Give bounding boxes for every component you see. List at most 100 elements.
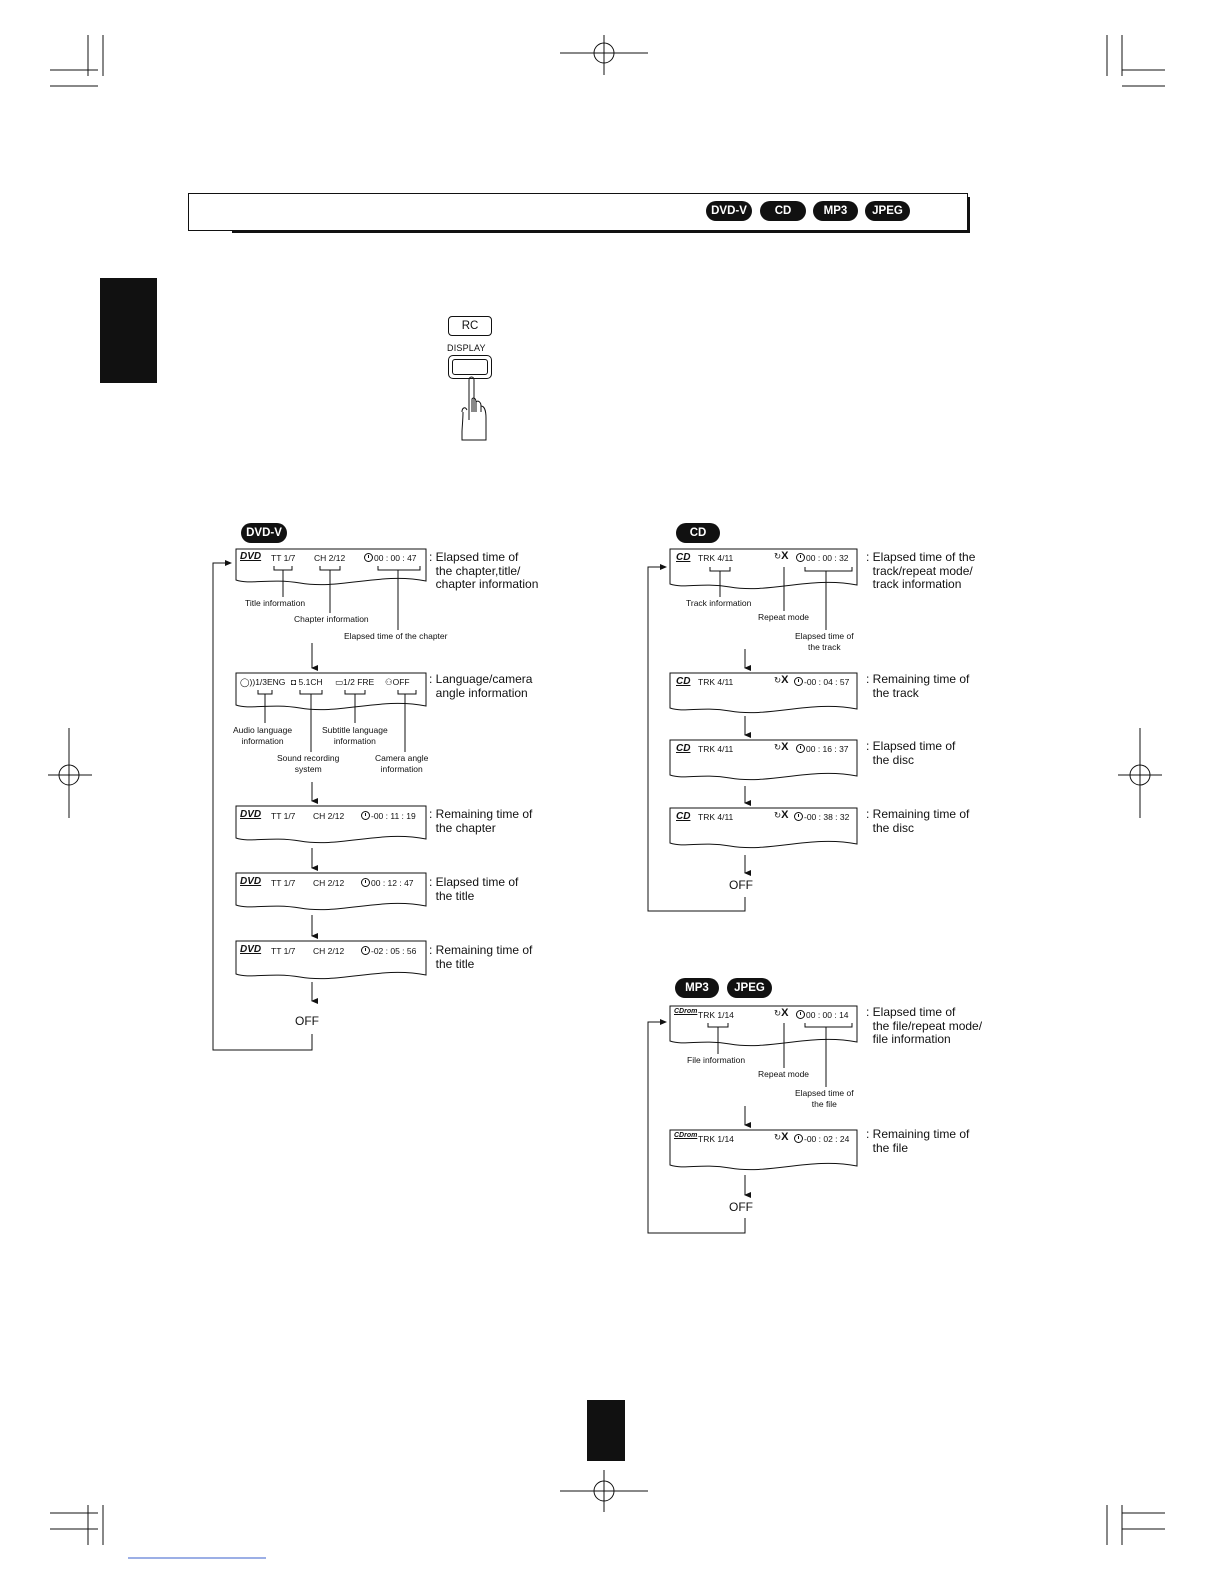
time-field: -00 : 11 : 19 xyxy=(361,811,416,821)
clock-icon xyxy=(361,878,370,887)
badge-mp3: MP3 xyxy=(813,201,858,221)
header-shadow-right xyxy=(966,197,970,233)
time-field: 00 : 00 : 47 xyxy=(364,553,417,563)
chapter-field: CH 2/12 xyxy=(313,811,345,821)
repeat-icon: ↻ xyxy=(774,675,782,685)
subtitle-icon: ▭ xyxy=(335,677,344,687)
time-field: -00 : 02 : 24 xyxy=(794,1134,849,1144)
dvd-logo: DVD xyxy=(240,944,262,955)
annotation-elapsed-file: Elapsed time of the file xyxy=(795,1088,854,1109)
annotation-elapsed-track: Elapsed time of the track xyxy=(795,631,854,652)
annotation-file-info: File information xyxy=(687,1055,746,1065)
header-shadow xyxy=(232,229,970,233)
screen-description: : Elapsed time of the track/repeat mode/… xyxy=(866,550,976,591)
repeat-icon: ↻ xyxy=(774,551,782,561)
cdrom-logo: CDrom xyxy=(674,1008,698,1015)
dvd-logo: DVD xyxy=(240,551,262,562)
annotation-elapsed-chapter: Elapsed time of the chapter xyxy=(344,631,448,641)
camera-icon: ⚇ xyxy=(385,677,393,687)
time-field: 00 : 12 : 47 xyxy=(361,878,414,888)
annotation-chapter-info: Chapter information xyxy=(294,614,369,624)
chapter-field: CH 2/12 xyxy=(313,946,345,956)
audio-field: ◯))1/3ENG xyxy=(240,677,286,687)
badge-jpeg: JPEG xyxy=(865,201,910,221)
chapter-field: CH 2/12 xyxy=(313,878,345,888)
time-field: 00 : 16 : 37 xyxy=(796,744,849,754)
track-field: TRK 4/11 xyxy=(698,812,734,822)
screen-description: : Elapsed time of the file/repeat mode/ … xyxy=(866,1005,983,1046)
clock-icon xyxy=(794,1134,803,1143)
page-number-tab xyxy=(587,1400,625,1461)
cdrom-logo: CDrom xyxy=(674,1132,698,1139)
annotation-repeat-mode: Repeat mode xyxy=(758,612,810,622)
repeat-field: ↻X xyxy=(774,1007,789,1019)
screen-description: : Elapsed time of the chapter,title/ cha… xyxy=(429,550,539,591)
sound-field: ◘ 5.1CH xyxy=(291,677,323,687)
side-tab xyxy=(100,278,157,383)
clock-icon xyxy=(796,1010,805,1019)
cd-logo: CD xyxy=(676,552,691,563)
clock-icon xyxy=(361,946,370,955)
clock-icon xyxy=(796,744,805,753)
repeat-field: ↻X xyxy=(774,1131,789,1143)
screen-description: : Elapsed time of the disc xyxy=(866,739,956,767)
annotation-track-info: Track information xyxy=(686,598,752,608)
screen-description: : Remaining time of the title xyxy=(429,943,533,971)
track-field: TRK 4/11 xyxy=(698,677,734,687)
title-field: TT 1/7 xyxy=(271,553,296,563)
title-field: TT 1/7 xyxy=(271,946,296,956)
clock-icon xyxy=(364,553,373,562)
section-badge-jpeg: JPEG xyxy=(727,978,772,998)
annotation-audio-lang: Audio language information xyxy=(233,725,293,746)
annotation-camera-angle: Camera angle information xyxy=(375,753,429,774)
section-badge-cd: CD xyxy=(676,523,720,543)
repeat-field: ↻X xyxy=(774,674,789,686)
track-field: TRK 1/14 xyxy=(698,1010,734,1020)
display-button-label: DISPLAY xyxy=(447,343,486,353)
clock-icon xyxy=(794,812,803,821)
screen-description: : Remaining time of the disc xyxy=(866,807,970,835)
time-field: -00 : 38 : 32 xyxy=(794,812,849,822)
clock-icon xyxy=(794,677,803,686)
title-field: TT 1/7 xyxy=(271,811,296,821)
audio-icon: ◯)) xyxy=(240,677,256,687)
repeat-field: ↻X xyxy=(774,741,789,753)
annotation-repeat-mode: Repeat mode xyxy=(758,1069,810,1079)
screen-description: : Language/camera angle information xyxy=(429,672,533,700)
cd-logo: CD xyxy=(676,811,691,822)
clock-icon xyxy=(361,811,370,820)
screen-description: : Remaining time of the file xyxy=(866,1127,970,1155)
cd-logo: CD xyxy=(676,743,691,754)
repeat-icon: ↻ xyxy=(774,1008,782,1018)
section-badge-dvd-v: DVD-V xyxy=(241,523,287,543)
title-field: TT 1/7 xyxy=(271,878,296,888)
display-button[interactable] xyxy=(448,355,492,379)
hand-pointer-icon xyxy=(460,380,488,442)
time-field: 00 : 00 : 32 xyxy=(796,553,849,563)
repeat-field: ↻X xyxy=(774,809,789,821)
track-field: TRK 1/14 xyxy=(698,1134,734,1144)
screen-description: : Elapsed time of the title xyxy=(429,875,519,903)
annotation-sound-system: Sound recording system xyxy=(277,753,340,774)
screen-description: : Remaining time of the chapter xyxy=(429,807,533,835)
badge-dvd-v: DVD-V xyxy=(706,201,752,221)
dvd-logo: DVD xyxy=(240,876,262,887)
annotation-subtitle-lang: Subtitle language information xyxy=(322,725,388,746)
off-state: OFF xyxy=(729,878,753,892)
repeat-icon: ↻ xyxy=(774,810,782,820)
screen-description: : Remaining time of the track xyxy=(866,672,970,700)
time-field: -02 : 05 : 56 xyxy=(361,946,416,956)
angle-field: ⚇OFF xyxy=(385,677,410,687)
repeat-field: ↻X xyxy=(774,550,789,562)
cd-logo: CD xyxy=(676,676,691,687)
track-field: TRK 4/11 xyxy=(698,744,734,754)
annotation-title-info: Title information xyxy=(245,598,306,608)
dolby-icon: ◘ xyxy=(291,677,297,687)
dvd-logo: DVD xyxy=(240,809,262,820)
repeat-icon: ↻ xyxy=(774,1132,782,1142)
time-field: 00 : 00 : 14 xyxy=(796,1010,849,1020)
section-badge-mp3: MP3 xyxy=(675,978,719,998)
track-field: TRK 4/11 xyxy=(698,553,734,563)
subtitle-field: ▭1/2 FRE xyxy=(335,677,375,687)
